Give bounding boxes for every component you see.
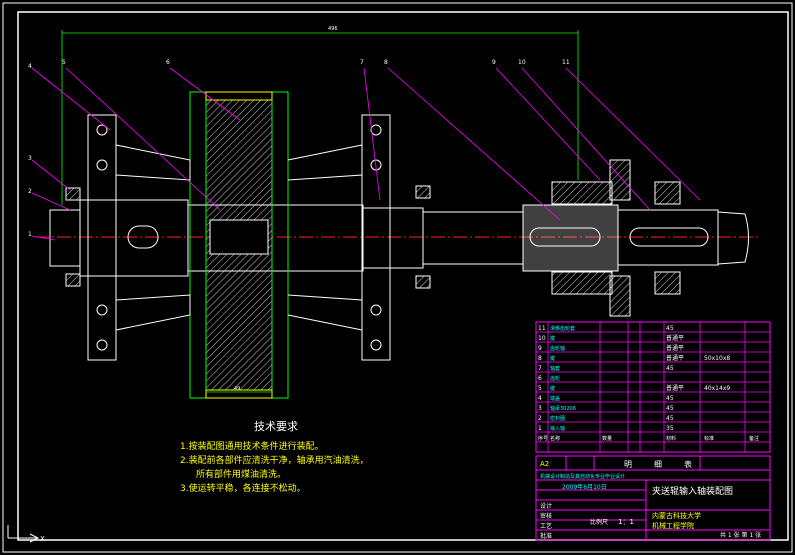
bom-row-no: 2 bbox=[538, 415, 542, 422]
bom-row-material: 普通平 bbox=[666, 354, 684, 362]
balloon-11: 11 bbox=[562, 59, 570, 66]
bom-row-material: 普通平 bbox=[666, 384, 684, 392]
row-label-review: 审核 bbox=[540, 512, 552, 520]
gear bbox=[189, 91, 289, 399]
bom-row-material: 45 bbox=[666, 415, 674, 422]
balloon-2: 2 bbox=[28, 188, 32, 195]
scale-label: 比例尺 bbox=[590, 518, 608, 526]
bom-row-name: 密封圈 bbox=[550, 415, 565, 422]
bom-row-no: 7 bbox=[538, 365, 542, 372]
bom-row-material: 45 bbox=[666, 365, 674, 372]
row-label-design: 设计 bbox=[540, 502, 552, 510]
bom-row-material: 45 bbox=[666, 395, 674, 402]
svg-text:X: X bbox=[40, 535, 45, 543]
ucs-icon: X bbox=[7, 525, 45, 543]
bom-row-material: 35 bbox=[666, 425, 674, 432]
bearing-housing-left bbox=[65, 114, 191, 361]
tech-title: 技术要求 bbox=[254, 420, 298, 433]
bom-row-name: 键 bbox=[550, 335, 555, 342]
balloon-6: 6 bbox=[166, 59, 170, 66]
drawing-date: 2009年6月10日 bbox=[562, 483, 607, 491]
tech-line-4: 3.使运转平稳，各连接不松动。 bbox=[180, 482, 306, 494]
title-block: A2 明 细 表 机械设计制造及其自动化专业毕业设计 2009年6月10日 夹送… bbox=[535, 455, 771, 541]
list-label-1: 明 bbox=[624, 460, 632, 469]
paper-size: A2 bbox=[540, 460, 549, 468]
bom-row-no: 10 bbox=[538, 335, 546, 342]
bom-header-qty: 数量 bbox=[602, 435, 612, 442]
list-label-2: 细 bbox=[654, 459, 662, 469]
bom-row-no: 1 bbox=[538, 425, 542, 432]
bom-row-material: 45 bbox=[666, 405, 674, 412]
tech-line-1: 1.按装配图通用技术条件进行装配。 bbox=[180, 440, 324, 452]
row-label-approve: 批准 bbox=[540, 532, 552, 540]
bom-row-note: 40x14x9 bbox=[704, 385, 730, 392]
balloon-9: 9 bbox=[492, 59, 496, 66]
school-line-1: 内蒙古科技大学 bbox=[652, 511, 701, 520]
leader-lines bbox=[31, 67, 701, 241]
coupling bbox=[551, 159, 681, 317]
bom-row-no: 5 bbox=[538, 385, 542, 392]
bom-row-no: 4 bbox=[538, 395, 542, 402]
bom-row-note: 50x10x8 bbox=[704, 355, 730, 362]
bom-row-name: 键 bbox=[550, 355, 555, 362]
bom-row-name: 键 bbox=[550, 385, 555, 392]
bom-row-name: 齿轮轴 bbox=[550, 345, 565, 352]
scale-value: 1：1 bbox=[618, 518, 634, 526]
bom-row-no: 9 bbox=[538, 345, 542, 352]
sheet-count: 共 1 张 第 1 张 bbox=[720, 531, 761, 539]
bom-row-no: 11 bbox=[538, 325, 546, 332]
bom-header-std: 标准 bbox=[704, 435, 714, 442]
balloon-8: 8 bbox=[384, 59, 388, 66]
bom-row-material: 普通平 bbox=[666, 334, 684, 342]
dim-bottom-text: 49 bbox=[234, 386, 240, 392]
bom-header-note: 备注 bbox=[749, 435, 759, 442]
tech-line-3: 所有部件用煤油清洗。 bbox=[196, 468, 286, 480]
school-line-2: 机械工程学院 bbox=[652, 521, 694, 530]
bom-row-material: 普通平 bbox=[666, 344, 684, 352]
bom-row-material: 45 bbox=[666, 325, 674, 332]
bom-row-name: 轴套 bbox=[550, 365, 560, 372]
input-shaft bbox=[49, 199, 749, 277]
bom-row-name: 输入轴 bbox=[550, 425, 565, 432]
bom-row-name: 轴承30206 bbox=[550, 405, 576, 412]
tech-line-2: 2.装配前各部件应清洗干净，轴承用汽油清洗， bbox=[180, 454, 369, 466]
balloon-labels: 4 5 6 7 8 9 10 11 3 2 1 bbox=[28, 59, 570, 238]
balloon-5: 5 bbox=[62, 59, 66, 66]
bom-row-no: 6 bbox=[538, 375, 542, 382]
balloon-1: 1 bbox=[28, 231, 32, 238]
course-name: 机械设计制造及其自动化专业毕业设计 bbox=[540, 473, 625, 480]
bom-row-name: 端盖 bbox=[550, 395, 560, 402]
row-label-process: 工艺 bbox=[540, 522, 552, 530]
balloon-4: 4 bbox=[28, 63, 32, 70]
drawing-name: 夹送辊输入轴装配图 bbox=[652, 485, 733, 497]
technical-requirements: 技术要求 1.按装配图通用技术条件进行装配。 2.装配前各部件应清洗干净，轴承用… bbox=[180, 420, 369, 494]
list-label-3: 表 bbox=[684, 459, 692, 469]
bom-row-no: 3 bbox=[538, 405, 542, 412]
bom-row-name: 齿轮 bbox=[550, 375, 560, 382]
bom-row-no: 8 bbox=[538, 355, 542, 362]
balloon-10: 10 bbox=[518, 59, 526, 66]
balloon-3: 3 bbox=[28, 155, 32, 162]
bom-row-name: 滑移齿轮套 bbox=[550, 325, 575, 332]
bom-header-mat: 材料 bbox=[666, 435, 676, 442]
bom-header-name: 名称 bbox=[550, 435, 560, 442]
dim-overall-text: 496 bbox=[328, 26, 338, 32]
inner-border bbox=[17, 11, 789, 541]
balloon-7: 7 bbox=[360, 59, 364, 66]
bom-header-no: 序号 bbox=[538, 435, 548, 442]
